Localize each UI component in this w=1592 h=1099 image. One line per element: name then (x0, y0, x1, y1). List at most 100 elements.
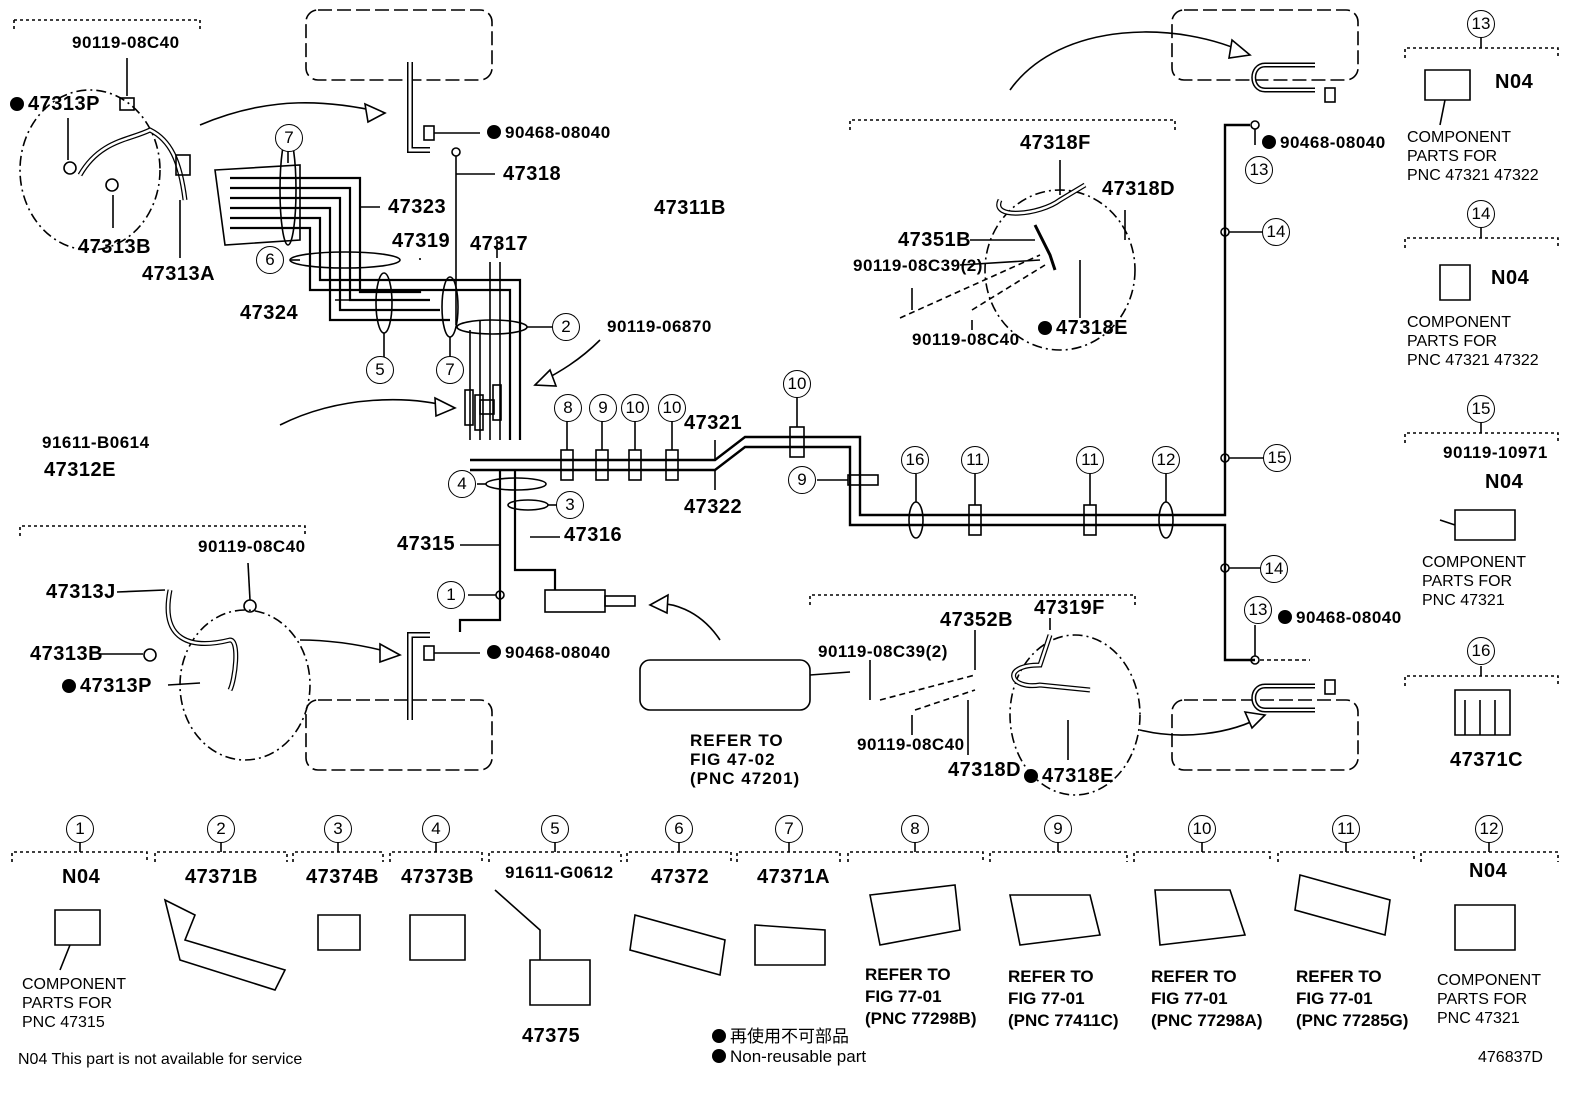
bottom-12-number: 12 (1475, 815, 1503, 843)
part-label-47322[interactable]: 47322 (684, 496, 743, 518)
part-label-47312E[interactable]: 47312E (44, 459, 116, 481)
callout-8[interactable]: 8 (554, 394, 582, 422)
panel-16-part: 47371C (1450, 749, 1524, 771)
bottom-11-number: 11 (1332, 815, 1360, 843)
part-label-47313P[interactable]: 47313P (62, 676, 152, 696)
part-label-90119-08C40[interactable]: 90119-08C40 (198, 537, 306, 556)
part-label-47321[interactable]: 47321 (684, 412, 743, 434)
part-label-47352B[interactable]: 47352B (940, 609, 1014, 631)
part-label-47311B[interactable]: 47311B (654, 197, 726, 219)
bottom-9-note: REFER TO FIG 77-01 (PNC 77411C) (1008, 967, 1119, 1030)
callout-4[interactable]: 4 (448, 470, 476, 498)
part-label-47318[interactable]: 47318 (503, 163, 562, 185)
callout-13[interactable]: 13 (1245, 156, 1273, 184)
bottom-8-number: 8 (901, 815, 929, 843)
part-label-90468-08040[interactable]: 90468-08040 (487, 124, 611, 141)
part-label-47323[interactable]: 47323 (388, 196, 447, 218)
callout-7[interactable]: 7 (275, 124, 303, 152)
callout-14[interactable]: 14 (1262, 218, 1290, 246)
callout-11[interactable]: 11 (1076, 446, 1104, 474)
part-label-47315[interactable]: 47315 (397, 533, 456, 555)
bottom-12-note: COMPONENT PARTS FOR PNC 47321 (1437, 972, 1541, 1027)
part-label-90119-08C40[interactable]: 90119-08C40 (912, 330, 1020, 349)
bottom-4-number: 4 (422, 815, 450, 843)
bottom-6-number: 6 (665, 815, 693, 843)
bottom-10-note: REFER TO FIG 77-01 (PNC 77298A) (1151, 967, 1263, 1030)
part-label-91611-B0614[interactable]: 91611-B0614 (42, 433, 150, 452)
callout-15[interactable]: 15 (1263, 444, 1291, 472)
callout-1[interactable]: 1 (437, 581, 465, 609)
part-label-47318E[interactable]: 47318E (1038, 318, 1128, 338)
bottom-4-part: 47373B (401, 866, 475, 888)
part-label-47318E[interactable]: 47318E (1024, 766, 1114, 786)
non-reusable-dot-icon (10, 97, 24, 111)
part-label-47313B[interactable]: 47313B (30, 643, 104, 665)
part-label-47318D[interactable]: 47318D (1102, 178, 1176, 200)
callout-9[interactable]: 9 (589, 394, 617, 422)
part-label-90468-08040[interactable]: 90468-08040 (1278, 609, 1402, 626)
part-label-90119-08C39[interactable]: 90119-08C39(2) (853, 256, 983, 275)
callout-3[interactable]: 3 (556, 491, 584, 519)
panel-14-note: COMPONENT PARTS FOR PNC 47321 47322 (1407, 314, 1539, 369)
part-label-47324[interactable]: 47324 (240, 302, 299, 324)
part-label-47351B[interactable]: 47351B (898, 229, 972, 251)
callout-13[interactable]: 13 (1244, 596, 1272, 624)
panel-15-bolt: 90119-10971 (1443, 443, 1548, 462)
callout-10[interactable]: 10 (621, 394, 649, 422)
callout-9[interactable]: 9 (788, 466, 816, 494)
callout-14[interactable]: 14 (1260, 555, 1288, 583)
callout-6[interactable]: 6 (256, 246, 284, 274)
part-label-90119-08C40[interactable]: 90119-08C40 (72, 33, 180, 52)
bottom-6-part: 47372 (651, 866, 710, 888)
bottom-1-number: 1 (66, 815, 94, 843)
part-label-47313P[interactable]: 47313P (10, 94, 100, 114)
part-label-90119-08C39[interactable]: 90119-08C39(2) (818, 642, 948, 661)
bottom-5-bolt: 91611-G0612 (505, 863, 614, 882)
part-label-47319F[interactable]: 47319F (1034, 597, 1105, 619)
panel-15-code: N04 (1485, 471, 1524, 493)
bottom-3-part: 47374B (306, 866, 380, 888)
bottom-7-number: 7 (775, 815, 803, 843)
callout-5[interactable]: 5 (366, 356, 394, 384)
part-label-90468-08040[interactable]: 90468-08040 (487, 644, 611, 661)
callout-10[interactable]: 10 (658, 394, 686, 422)
panel-14-number: 14 (1467, 200, 1495, 228)
panel-15-number: 15 (1467, 395, 1495, 423)
bottom-1-part: N04 (62, 866, 101, 888)
bottom-5-number: 5 (541, 815, 569, 843)
bottom-5-part: 47375 (522, 1025, 581, 1047)
part-label-47319[interactable]: 47319 (392, 230, 451, 252)
bottom-2-part: 47371B (185, 866, 259, 888)
panel-13-note: COMPONENT PARTS FOR PNC 47321 47322 (1407, 129, 1539, 184)
non-reusable-dot-icon (1038, 321, 1052, 335)
callout-7[interactable]: 7 (436, 356, 464, 384)
callout-16[interactable]: 16 (901, 446, 929, 474)
callout-2[interactable]: 2 (552, 313, 580, 341)
part-label-90119-06870[interactable]: 90119-06870 (607, 317, 712, 336)
bottom-2-number: 2 (207, 815, 235, 843)
callout-11[interactable]: 11 (961, 446, 989, 474)
non-reusable-dot-icon (487, 125, 501, 139)
bottom-1-note: COMPONENT PARTS FOR PNC 47315 (22, 976, 126, 1031)
non-reusable-dot-icon (1024, 769, 1038, 783)
diagram-id: 476837D (1478, 1049, 1543, 1066)
bottom-10-number: 10 (1188, 815, 1216, 843)
panel-16-number: 16 (1467, 637, 1495, 665)
part-label-47313B[interactable]: 47313B (78, 236, 152, 258)
part-label-47313A[interactable]: 47313A (142, 263, 216, 285)
bottom-3-number: 3 (324, 815, 352, 843)
part-label-47313J[interactable]: 47313J (46, 581, 116, 603)
part-label-47316[interactable]: 47316 (564, 524, 623, 546)
callout-10[interactable]: 10 (783, 370, 811, 398)
non-reusable-dot-icon (712, 1049, 726, 1063)
part-label-90468-08040[interactable]: 90468-08040 (1262, 134, 1386, 151)
panel-13-code: N04 (1495, 71, 1534, 93)
part-label-47318D[interactable]: 47318D (948, 759, 1022, 781)
part-label-47318F[interactable]: 47318F (1020, 132, 1091, 154)
part-label-47317[interactable]: 47317 (470, 233, 529, 255)
callout-12[interactable]: 12 (1152, 446, 1180, 474)
legend-non-reusable-en: Non-reusable part (712, 1047, 866, 1067)
part-label-90119-08C40[interactable]: 90119-08C40 (857, 735, 965, 754)
legend-non-reusable-jp: 再使用不可部品 (712, 1022, 849, 1047)
